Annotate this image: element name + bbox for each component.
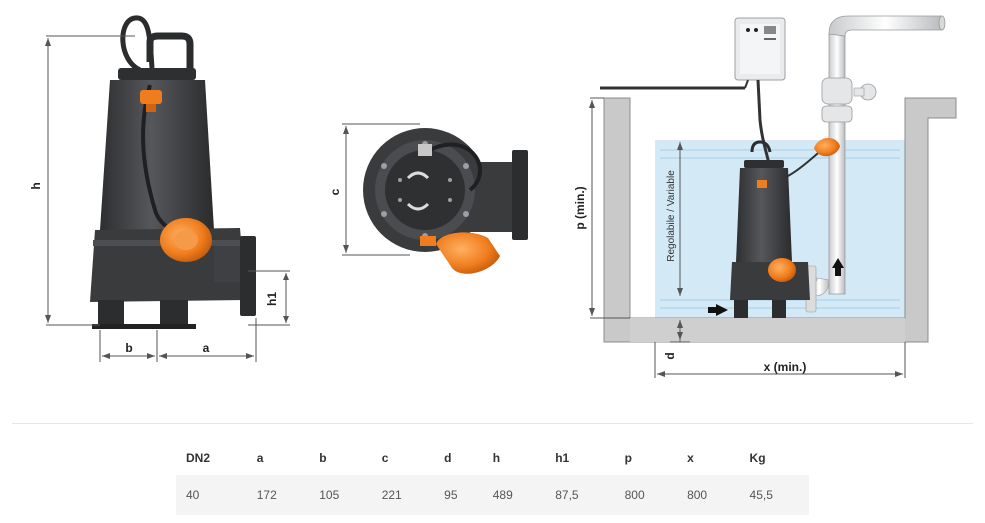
dim-label-p: p (min.): [573, 186, 587, 229]
col-header-h: h: [492, 451, 501, 465]
adjustable-label: Regolabile / Variable: [666, 170, 677, 262]
top-view-dimension-lines: [342, 123, 420, 256]
table-cell: 40: [176, 475, 247, 515]
installation-diagram: [600, 15, 957, 343]
table-cell: 105: [309, 475, 372, 515]
col-header-kg: Kg: [749, 451, 766, 465]
table-cell: 489: [482, 475, 546, 515]
dim-label-c: c: [328, 188, 342, 195]
col-header-x: x: [687, 451, 694, 465]
pump-top-view: [363, 128, 528, 274]
table-cell: 800: [614, 475, 678, 515]
installation-dimension-lines: [590, 97, 906, 378]
col-header-c: c: [381, 451, 389, 465]
table-cell: 87,5: [545, 475, 615, 515]
dim-label-b: b: [125, 341, 132, 355]
pump-dimension-drawing: h b a h1 c: [29, 15, 957, 378]
pump-side-view: [90, 15, 256, 329]
dim-label-x: x (min.): [764, 360, 807, 374]
table-cell: 172: [246, 475, 310, 515]
section-divider: [12, 423, 973, 424]
col-header-b: b: [319, 451, 327, 465]
side-view-dimension-lines: [46, 35, 290, 362]
dim-label-h: h: [29, 182, 43, 189]
table-cell: 45,5: [739, 475, 809, 515]
table-cell: 95: [434, 475, 483, 515]
dim-label-d: d: [663, 352, 677, 359]
dim-label-h1: h1: [265, 292, 279, 306]
col-header-p: p: [624, 451, 632, 465]
dimensions-table: DN2 a b c d h h1 p x Kg 40 172 105 221 9…: [176, 441, 809, 515]
table-header-row: DN2 a b c d h h1 p x Kg: [176, 441, 809, 475]
col-header-h1: h1: [555, 451, 570, 465]
table-cell: 221: [371, 475, 435, 515]
col-header-d: d: [444, 451, 452, 465]
col-header-dn2: DN2: [186, 451, 211, 465]
table-row: 40 172 105 221 95 489 87,5 800 800 45,5: [176, 475, 809, 515]
dim-label-a: a: [203, 341, 210, 355]
table-cell: 800: [677, 475, 740, 515]
col-header-a: a: [256, 451, 264, 465]
